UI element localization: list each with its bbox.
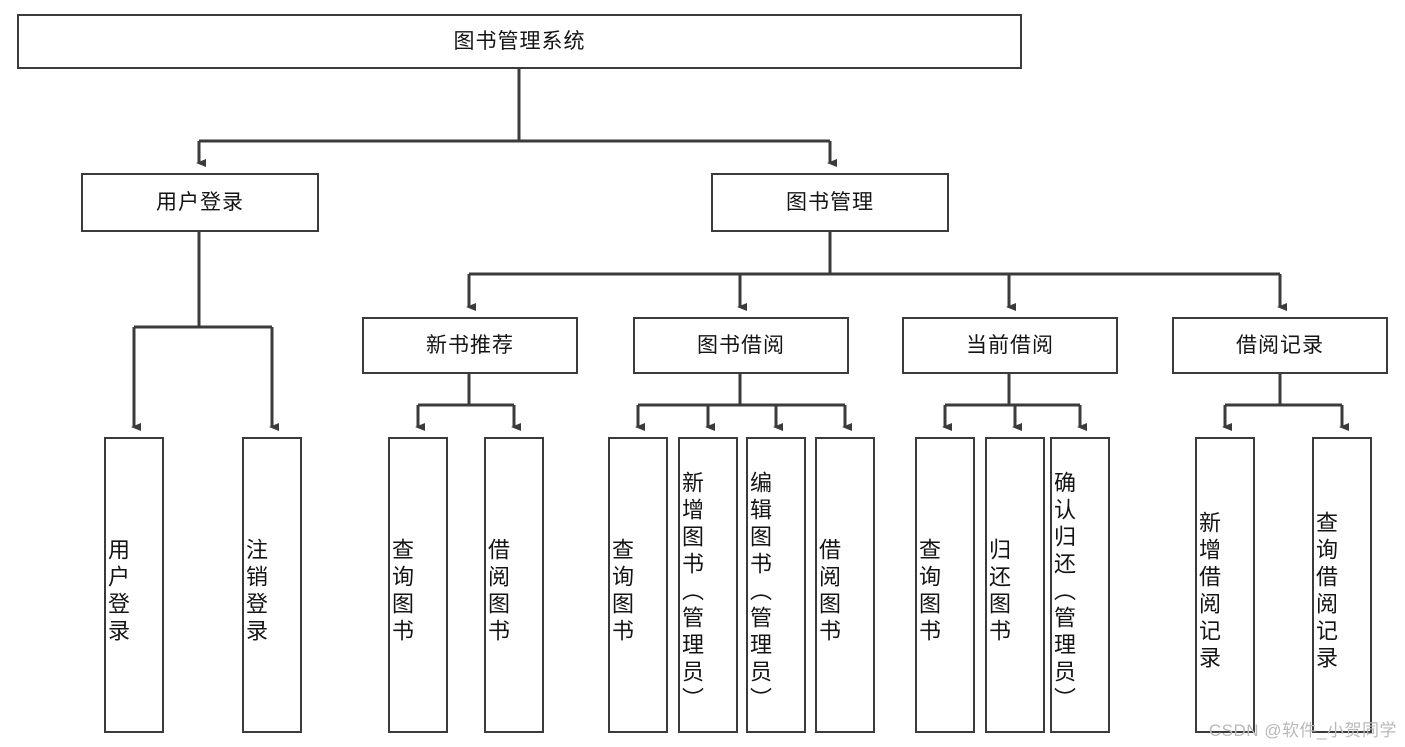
node-book-borrow[interactable]: 图书借阅 [633, 317, 849, 374]
node-book-management-label: 图书管理 [786, 190, 874, 214]
node-new-book-recommend-label: 新书推荐 [426, 333, 514, 357]
node-current-borrow[interactable]: 当前借阅 [902, 317, 1118, 374]
leaf-return-book[interactable]: 归还图书 [985, 437, 1045, 733]
leaf-query-book-borrow-label: 查询图书 [609, 538, 634, 646]
node-root-label: 图书管理系统 [453, 29, 586, 53]
leaf-user-login-label: 用户登录 [105, 538, 130, 646]
node-book-management[interactable]: 图书管理 [711, 173, 949, 232]
leaf-edit-book-admin-label: 编辑图书（管理员） [747, 470, 772, 714]
leaf-add-borrow-record[interactable]: 新增借阅记录 [1195, 437, 1255, 733]
node-new-book-recommend[interactable]: 新书推荐 [362, 317, 578, 374]
leaf-borrow-book[interactable]: 借阅图书 [815, 437, 875, 733]
leaf-query-borrow-record[interactable]: 查询借阅记录 [1312, 437, 1372, 733]
leaf-edit-book-admin[interactable]: 编辑图书（管理员） [746, 437, 806, 733]
leaf-query-book-current[interactable]: 查询图书 [915, 437, 975, 733]
leaf-add-book-admin-label: 新增图书（管理员） [679, 470, 704, 714]
leaf-confirm-return-admin-label: 确认归还（管理员） [1051, 470, 1076, 714]
leaf-query-book-borrow[interactable]: 查询图书 [608, 437, 668, 733]
leaf-add-borrow-record-label: 新增借阅记录 [1196, 511, 1221, 673]
node-current-borrow-label: 当前借阅 [966, 333, 1054, 357]
leaf-borrow-book-recommend[interactable]: 借阅图书 [484, 437, 544, 733]
node-user-login-label: 用户登录 [156, 190, 244, 214]
leaf-user-login[interactable]: 用户登录 [104, 437, 164, 733]
leaf-query-book-current-label: 查询图书 [916, 538, 941, 646]
leaf-logout[interactable]: 注销登录 [242, 437, 302, 733]
node-user-login[interactable]: 用户登录 [81, 173, 319, 232]
leaf-confirm-return-admin[interactable]: 确认归还（管理员） [1050, 437, 1110, 733]
leaf-borrow-book-label: 借阅图书 [816, 538, 841, 646]
leaf-query-book-recommend-label: 查询图书 [389, 538, 414, 646]
node-root[interactable]: 图书管理系统 [17, 14, 1022, 69]
leaf-borrow-book-recommend-label: 借阅图书 [485, 538, 510, 646]
leaf-logout-label: 注销登录 [243, 538, 268, 646]
node-book-borrow-label: 图书借阅 [697, 333, 785, 357]
leaf-add-book-admin[interactable]: 新增图书（管理员） [678, 437, 738, 733]
node-borrow-records-label: 借阅记录 [1236, 333, 1324, 357]
leaf-query-book-recommend[interactable]: 查询图书 [388, 437, 448, 733]
node-borrow-records[interactable]: 借阅记录 [1172, 317, 1388, 374]
leaf-return-book-label: 归还图书 [986, 538, 1011, 646]
leaf-query-borrow-record-label: 查询借阅记录 [1313, 511, 1338, 673]
